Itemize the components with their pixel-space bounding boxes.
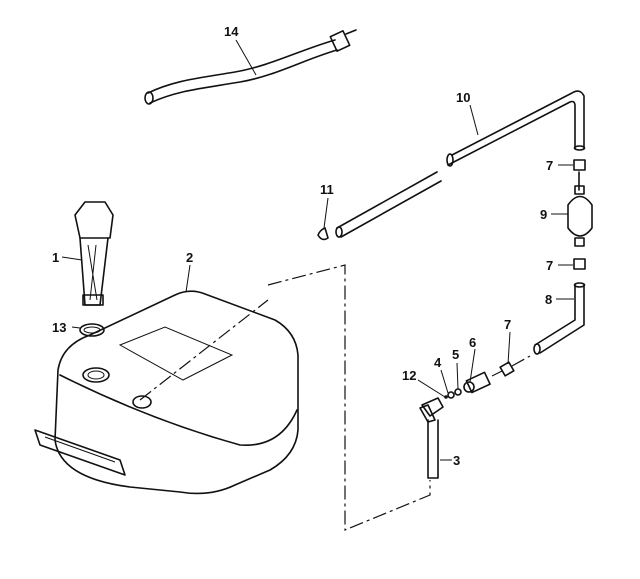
callout-7-upper: 7: [546, 158, 553, 173]
callout-4: 4: [434, 355, 442, 370]
callout-13: 13: [52, 320, 66, 335]
callout-6: 6: [469, 335, 476, 350]
callout-11: 11: [320, 182, 334, 197]
callout-8: 8: [545, 292, 552, 307]
callout-7-middle: 7: [546, 258, 553, 273]
callout-7-lower: 7: [504, 317, 511, 332]
callout-10: 10: [456, 90, 470, 105]
fuel-tank-part-2: [34, 290, 299, 495]
o-ring-part-13: [79, 323, 105, 337]
connector-assembly: [419, 355, 531, 479]
callout-leaders: [61, 39, 574, 461]
callout-5: 5: [452, 347, 459, 362]
fuel-hose-part-14: [144, 29, 357, 105]
callout-2: 2: [186, 250, 193, 265]
assembly-guide-line: [139, 299, 269, 401]
callout-1: 1: [52, 250, 59, 265]
primer-bulb-assembly: [567, 159, 593, 270]
callout-3: 3: [453, 453, 460, 468]
callout-12: 12: [402, 368, 416, 383]
fuel-hose-part-10: [335, 90, 586, 238]
assembly-guide-line: [267, 264, 431, 531]
callout-9: 9: [540, 207, 547, 222]
fuel-hose-part-8: [533, 282, 586, 355]
callout-14: 14: [224, 24, 239, 39]
fuel-gauge-part-1: [74, 201, 114, 306]
clamp-part-11: [317, 227, 329, 241]
